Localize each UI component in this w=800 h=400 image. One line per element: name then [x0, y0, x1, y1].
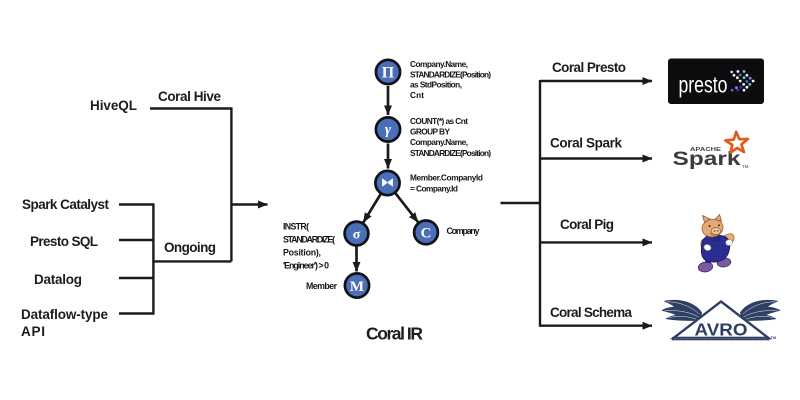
svg-text:STANDARDIZE(: STANDARDIZE( [283, 235, 335, 245]
svg-text:AVRO: AVRO [695, 320, 748, 340]
svg-text:APACHE: APACHE [690, 147, 721, 153]
svg-text:Coral Presto: Coral Presto [552, 60, 626, 75]
svg-text:'Engineer') > 0: 'Engineer') > 0 [283, 261, 329, 271]
svg-text:Π: Π [382, 65, 395, 82]
svg-text:Cnt: Cnt [410, 90, 424, 100]
svg-text:COUNT(*) as Cnt: COUNT(*) as Cnt [410, 116, 468, 126]
svg-text:Company.Name,: Company.Name, [410, 137, 468, 147]
svg-text:Coral IR: Coral IR [366, 324, 423, 344]
svg-text:Position),: Position), [283, 248, 321, 258]
svg-text:STANDARDIZE(Position): STANDARDIZE(Position) [410, 69, 491, 79]
svg-text:TM: TM [771, 336, 776, 340]
svg-text:Datalog: Datalog [34, 272, 82, 287]
svg-text:= Company.Id: = Company.Id [410, 184, 458, 194]
svg-text:presto: presto [679, 72, 728, 98]
svg-text:σ: σ [353, 228, 361, 243]
svg-text:Dataflow-type: Dataflow-type [21, 307, 108, 322]
svg-text:GROUP BY: GROUP BY [410, 127, 450, 137]
svg-text:Member.CompanyId: Member.CompanyId [410, 173, 483, 183]
svg-text:C: C [421, 226, 432, 242]
svg-text:Company.Name,: Company.Name, [410, 59, 468, 69]
svg-text:Member: Member [306, 281, 338, 291]
svg-text:STANDARDIZE(Position): STANDARDIZE(Position) [410, 148, 491, 158]
svg-text:M: M [350, 279, 364, 295]
svg-text:Ongoing: Ongoing [164, 240, 216, 255]
svg-text:as StdPosition,: as StdPosition, [410, 80, 462, 90]
svg-text:Company: Company [447, 226, 480, 236]
svg-text:γ: γ [385, 122, 392, 138]
svg-text:Coral Hive: Coral Hive [158, 89, 221, 104]
svg-text:Coral Schema: Coral Schema [550, 305, 632, 320]
svg-text:INSTR(: INSTR( [283, 222, 309, 232]
svg-text:API: API [21, 324, 45, 339]
svg-text:HiveQL: HiveQL [90, 98, 137, 113]
svg-text:Presto SQL: Presto SQL [30, 234, 98, 249]
svg-text:Coral Pig: Coral Pig [560, 217, 614, 232]
svg-text:Spark Catalyst: Spark Catalyst [22, 197, 110, 212]
svg-text:Coral Spark: Coral Spark [550, 136, 622, 151]
svg-text:TM: TM [742, 164, 749, 169]
svg-text:Spark: Spark [673, 148, 741, 170]
